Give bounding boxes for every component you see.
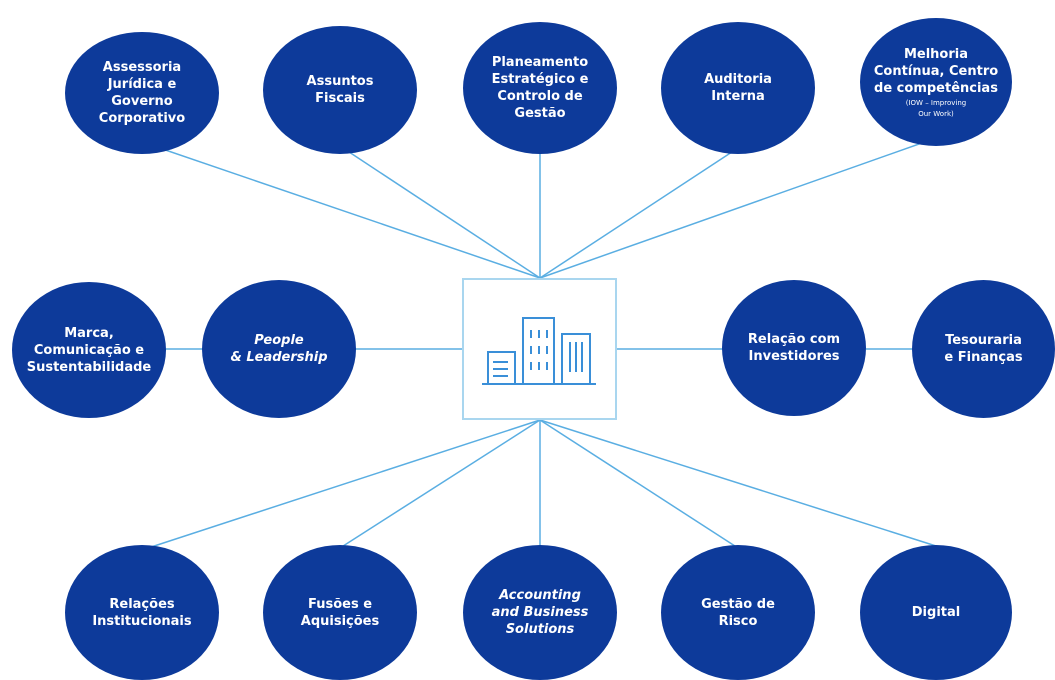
node-note-line: Our Work) (918, 109, 954, 118)
node-label-line: Assessoria (102, 60, 182, 75)
node-label-line: Estratégico e (491, 72, 589, 87)
node-relacoes-institucionais: Relações Institucionais (65, 545, 219, 680)
link-assuntos-fiscais (339, 145, 541, 279)
link-fusoes (339, 419, 541, 549)
node-auditoria-interna: Auditoria Interna (661, 22, 815, 154)
node-planeamento-estrategico: Planeamento Estratégico e Controlo de Ge… (463, 22, 617, 154)
node-note-line: (IOW – Improving (905, 98, 967, 107)
node-label-line: Contínua, Centro (873, 63, 999, 79)
node-label-line: Jurídica e (107, 77, 177, 92)
node-label-line: Auditoria (704, 72, 772, 87)
node-relacao-investidores: Relação com Investidores (722, 280, 866, 416)
node-label-line: Corporativo (98, 111, 186, 126)
node-label-line: de competências (874, 80, 998, 96)
node-label-line: Relação com (747, 332, 841, 347)
node-label-line: Melhoria (903, 46, 969, 62)
node-label-line: Gestão (514, 106, 566, 121)
node-label-line: Marca, (64, 325, 114, 341)
node-label-line: Sustentabilidade (26, 359, 152, 375)
node-label-line: Controlo de (497, 89, 583, 104)
node-digital: Digital (860, 545, 1012, 680)
link-melhoria (539, 137, 937, 279)
node-label-line: Planeamento (491, 55, 589, 70)
node-label-line: e Finanças (944, 350, 1023, 365)
node-assessoria-juridica: Assessoria Jurídica e Governo Corporativ… (65, 32, 219, 154)
node-label-line: Relações (109, 596, 175, 612)
link-digital (539, 419, 937, 547)
node-gestao-risco: Gestão de Risco (661, 545, 815, 680)
link-gestao-risco (539, 419, 739, 549)
node-label-line: Comunicação e (33, 342, 145, 358)
node-fusoes-aquisicoes: Fusões e Aquisições (263, 545, 417, 680)
node-label-line: Tesouraria (945, 333, 1022, 348)
node-melhoria-continua: Melhoria Contínua, Centro de competência… (860, 18, 1012, 146)
node-label-line: Solutions (505, 622, 575, 637)
node-accounting-business-solutions: Accounting and Business Solutions (463, 545, 617, 680)
node-assuntos-fiscais: Assuntos Fiscais (263, 26, 417, 154)
office-buildings-icon (482, 317, 596, 385)
node-label-line: Assuntos (306, 74, 374, 89)
node-label-line: & Leadership (230, 350, 328, 365)
node-marca-comunicacao: Marca, Comunicação e Sustentabilidade (12, 282, 166, 418)
node-tesouraria-financas: Tesouraria e Finanças (912, 280, 1055, 418)
company-center-box (462, 278, 617, 420)
node-label-line: Fiscais (315, 91, 365, 106)
node-label-line: and Business (491, 605, 589, 620)
node-label-line: Institucionais (92, 613, 192, 629)
link-auditoria (539, 147, 739, 279)
node-label-line: Governo (111, 94, 173, 109)
node-label-line: Gestão de (701, 596, 775, 612)
node-label-line: Investidores (748, 349, 840, 364)
node-label-line: Risco (718, 613, 758, 629)
node-people-leadership: People & Leadership (202, 280, 356, 418)
node-label-line: Aquisições (300, 613, 380, 629)
link-assessoria (141, 141, 541, 279)
node-label-line: Interna (711, 89, 765, 104)
node-label-line: People (254, 333, 304, 348)
link-relacoes-institucionais (141, 419, 541, 551)
node-label-line: Digital (911, 605, 961, 620)
node-label-line: Accounting (499, 588, 581, 603)
node-label-line: Fusões e (307, 596, 373, 612)
